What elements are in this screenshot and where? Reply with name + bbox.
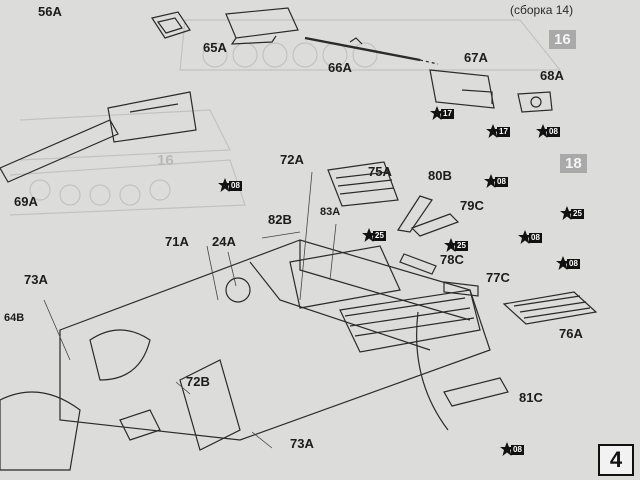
star-marker: 17 [486,124,516,140]
ghost-step-number: 16 [157,152,174,169]
star-value: 08 [495,177,508,187]
part-label-71A: 71A [165,234,189,249]
part-81C [443,377,509,407]
part-69A [0,119,119,183]
part-label-64B: 64B [4,312,25,324]
part-label-80B: 80B [428,168,452,183]
part-65A [225,7,299,39]
star-value: 08 [529,233,542,243]
part-75A [327,161,399,207]
assembly-reference: (сборка 14) [510,3,574,17]
star-value: 08 [229,181,242,191]
step-number: 16 [549,30,576,49]
star-marker: 08 [556,256,586,272]
star-marker: 08 [518,230,548,246]
star-value: 08 [511,445,524,455]
star-marker: 08 [536,124,566,140]
star-marker: 25 [560,206,590,222]
part-56A [151,11,191,39]
star-marker: 25 [362,228,392,244]
star-value: 08 [547,127,560,137]
part-label-76A: 76A [559,326,583,341]
part-66A [304,36,421,62]
part-label-24A: 24A [212,234,236,249]
part-label-83A: 83A [320,206,341,218]
part-76A [502,291,598,325]
star-value: 17 [441,109,454,119]
part-77C [443,281,479,297]
star-marker: 08 [218,178,248,194]
part-label-56A: 56A [38,4,62,19]
page-number: 4 [598,444,634,476]
ghost-tank-top [9,19,562,216]
step-number: 18 [560,154,587,173]
part-label-67A: 67A [464,50,488,65]
part-label-82B: 82B [268,212,292,227]
part-label-66A: 66A [328,60,352,75]
part-label-79C: 79C [460,198,484,213]
part-label-72A: 72A [280,152,304,167]
part-label-72B: 72B [186,374,210,389]
star-value: 25 [455,241,468,251]
star-value: 25 [571,209,584,219]
part-label-75A: 75A [368,164,392,179]
star-value: 17 [497,127,510,137]
star-marker: 17 [430,106,460,122]
part-label-77C: 77C [486,270,510,285]
star-marker: 08 [484,174,514,190]
part-80B [396,195,433,233]
star-marker: 08 [500,442,530,458]
part-label-78C: 78C [440,252,464,267]
part-78C [399,253,437,275]
part-68A [517,91,553,113]
star-value: 08 [567,259,580,269]
part-67A [429,69,495,109]
part-label-69A: 69A [14,194,38,209]
hull-deck [0,239,491,471]
star-marker: 25 [444,238,474,254]
part-label-68A: 68A [540,68,564,83]
part-label-81C: 81C [519,390,543,405]
part-label-73A: 73A [290,436,314,451]
star-value: 25 [373,231,386,241]
part-label-65A: 65A [203,40,227,55]
part-label-73A: 73A [24,272,48,287]
part-79C [410,213,460,237]
